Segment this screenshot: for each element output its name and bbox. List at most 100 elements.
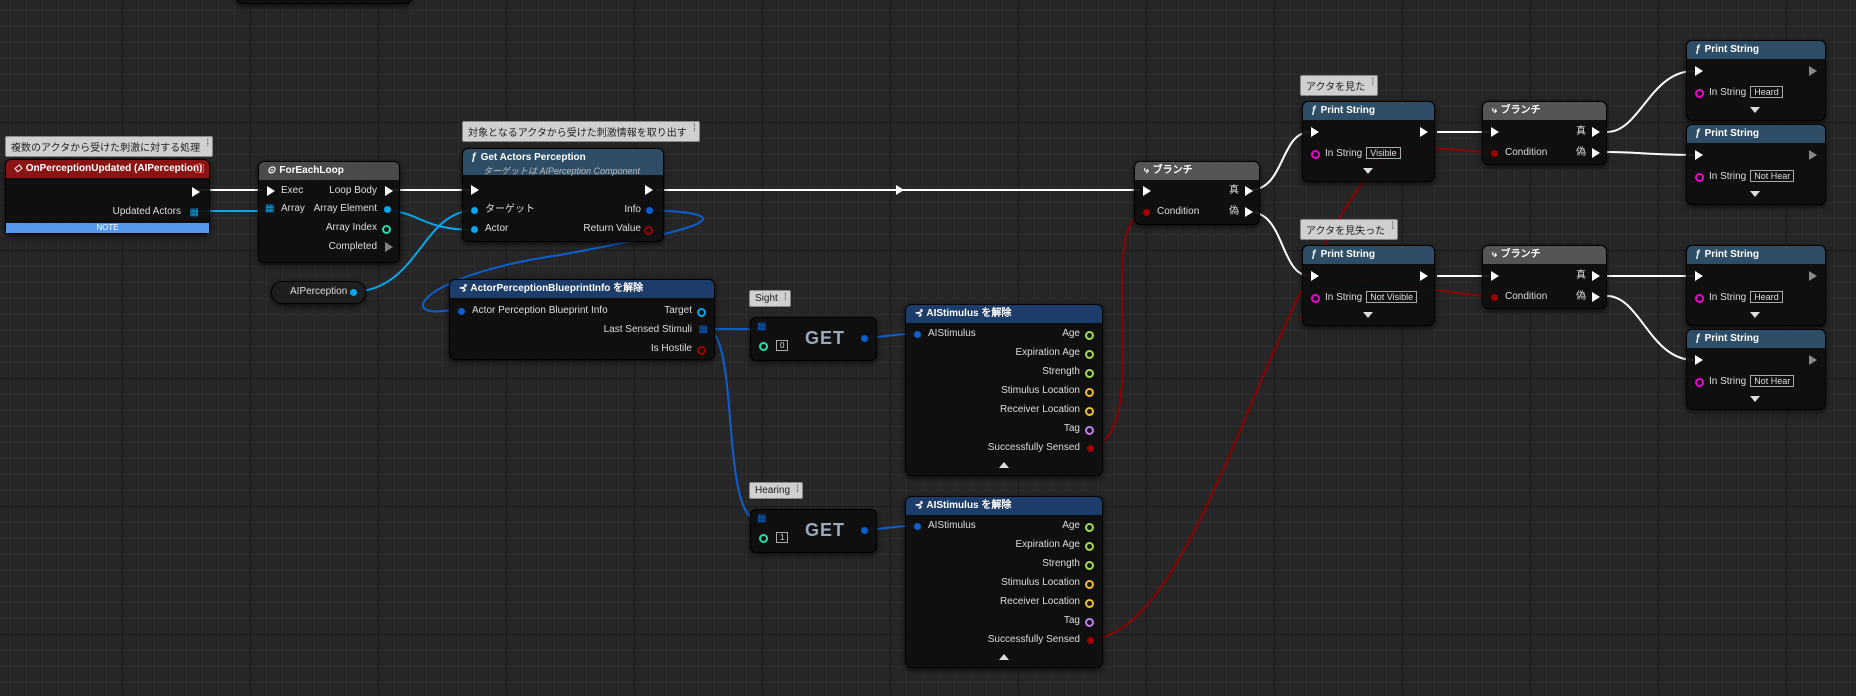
aiperception-variable-node[interactable]: AIPerception bbox=[271, 281, 366, 304]
break-actor-perception-info-node[interactable]: ⊰ActorPerceptionBlueprintInfo を解除 Actor … bbox=[449, 279, 715, 360]
bool-pin[interactable] bbox=[697, 346, 706, 355]
exec-in-pin[interactable] bbox=[1491, 271, 1499, 281]
array-pin-icon[interactable]: ▦ bbox=[757, 513, 767, 524]
object-pin[interactable] bbox=[384, 206, 391, 213]
exec-out-pin[interactable] bbox=[385, 186, 393, 196]
object-pin[interactable] bbox=[350, 289, 357, 296]
exec-in-pin[interactable] bbox=[1695, 355, 1703, 365]
vector-pin[interactable] bbox=[1085, 599, 1094, 608]
float-pin[interactable] bbox=[1085, 369, 1094, 378]
struct-pin[interactable] bbox=[914, 523, 921, 530]
exec-in-pin[interactable] bbox=[1311, 271, 1319, 281]
expand-arrow-icon[interactable] bbox=[1750, 107, 1760, 113]
string-pin[interactable] bbox=[1311, 294, 1320, 303]
exec-in-pin[interactable] bbox=[471, 185, 479, 195]
get-node-sight[interactable]: ▦ 0 GET bbox=[750, 317, 877, 361]
name-pin[interactable] bbox=[1085, 618, 1094, 627]
foreach-loop-node[interactable]: ⊙ForEachLoop Exec ▦ Array Loop Body Arra… bbox=[258, 161, 400, 263]
string-pin[interactable] bbox=[1311, 150, 1320, 159]
array-pin-icon[interactable]: ▦ bbox=[189, 207, 199, 218]
exec-out-false-pin[interactable] bbox=[1245, 207, 1253, 217]
bool-pin[interactable] bbox=[1143, 209, 1150, 216]
comment-seen[interactable]: アクタを見た bbox=[1300, 75, 1379, 96]
exec-in-pin[interactable] bbox=[267, 186, 275, 196]
struct-pin[interactable] bbox=[914, 331, 921, 338]
float-pin[interactable] bbox=[1085, 561, 1094, 570]
bool-pin[interactable] bbox=[1491, 150, 1498, 157]
bool-pin[interactable] bbox=[1087, 637, 1094, 644]
int-pin[interactable] bbox=[382, 225, 391, 234]
string-pin[interactable] bbox=[1695, 378, 1704, 387]
float-pin[interactable] bbox=[1085, 350, 1094, 359]
exec-out-pin[interactable] bbox=[192, 187, 200, 197]
object-pin[interactable] bbox=[697, 308, 706, 317]
float-pin[interactable] bbox=[1085, 523, 1094, 532]
vector-pin[interactable] bbox=[1085, 388, 1094, 397]
vector-pin[interactable] bbox=[1085, 580, 1094, 589]
expand-arrow-icon[interactable] bbox=[1363, 312, 1373, 318]
exec-in-pin[interactable] bbox=[1695, 271, 1703, 281]
delegate-pin-icon[interactable] bbox=[195, 164, 204, 173]
float-pin[interactable] bbox=[1085, 331, 1094, 340]
struct-pin[interactable] bbox=[861, 527, 868, 534]
expand-arrow-icon[interactable] bbox=[1750, 312, 1760, 318]
string-pin[interactable] bbox=[1695, 173, 1704, 182]
exec-in-pin[interactable] bbox=[1143, 186, 1151, 196]
bool-pin[interactable] bbox=[644, 226, 653, 235]
string-pin[interactable] bbox=[1695, 89, 1704, 98]
exec-out-hollow-pin[interactable] bbox=[1809, 66, 1817, 76]
event-node-on-perception-updated[interactable]: ◇OnPerceptionUpdated (AIPerception) Upda… bbox=[5, 159, 210, 234]
exec-out-pin[interactable] bbox=[1420, 271, 1428, 281]
name-pin[interactable] bbox=[1085, 426, 1094, 435]
expand-arrow-icon[interactable] bbox=[1750, 396, 1760, 402]
get-node-hearing[interactable]: ▦ 1 GET bbox=[750, 509, 877, 553]
exec-out-hollow-pin[interactable] bbox=[1809, 150, 1817, 160]
vector-pin[interactable] bbox=[1085, 407, 1094, 416]
offscreen-node-fragment[interactable] bbox=[236, 0, 412, 4]
exec-out-hollow-pin[interactable] bbox=[1809, 271, 1817, 281]
branch-node-bottom[interactable]: ⤷ブランチ Condition 真 偽 bbox=[1482, 245, 1607, 309]
exec-out-false-pin[interactable] bbox=[1592, 148, 1600, 158]
exec-out-true-pin[interactable] bbox=[1245, 186, 1253, 196]
bool-pin[interactable] bbox=[1491, 294, 1498, 301]
exec-out-true-pin[interactable] bbox=[1592, 271, 1600, 281]
exec-in-pin[interactable] bbox=[1491, 127, 1499, 137]
exec-out-true-pin[interactable] bbox=[1592, 127, 1600, 137]
struct-pin[interactable] bbox=[646, 207, 653, 214]
float-pin[interactable] bbox=[1085, 542, 1094, 551]
branch-node-top[interactable]: ⤷ブランチ Condition 真 偽 bbox=[1482, 101, 1607, 165]
exec-out-pin[interactable] bbox=[645, 185, 653, 195]
int-pin[interactable] bbox=[759, 534, 768, 543]
index-field[interactable]: 1 bbox=[776, 532, 789, 543]
bool-pin[interactable] bbox=[1087, 445, 1094, 452]
in-string-field[interactable]: Heard bbox=[1750, 86, 1783, 98]
index-field[interactable]: 0 bbox=[776, 340, 789, 351]
in-string-field[interactable]: Not Hear bbox=[1750, 170, 1795, 182]
exec-in-pin[interactable] bbox=[1695, 66, 1703, 76]
exec-out-hollow-pin[interactable] bbox=[1809, 355, 1817, 365]
in-string-field[interactable]: Visible bbox=[1366, 147, 1401, 159]
actor-pin[interactable] bbox=[471, 226, 478, 233]
exec-out-pin[interactable] bbox=[1420, 127, 1428, 137]
collapse-arrow-icon[interactable] bbox=[999, 654, 1009, 660]
comment-event[interactable]: 複数のアクタから受けた刺激に対する処理 bbox=[5, 136, 214, 157]
comment-get-perception[interactable]: 対象となるアクタから受けた刺激情報を取り出す bbox=[462, 121, 700, 142]
in-string-field[interactable]: Not Hear bbox=[1750, 375, 1795, 387]
in-string-field[interactable]: Heard bbox=[1750, 291, 1783, 303]
break-aistimulus-node-sight[interactable]: ⊰AIStimulus を解除 AIStimulus Age Expiratio… bbox=[905, 304, 1103, 476]
collapse-arrow-icon[interactable] bbox=[999, 462, 1009, 468]
string-pin[interactable] bbox=[1695, 294, 1704, 303]
array-pin-icon[interactable]: ▦ bbox=[757, 321, 767, 332]
expand-arrow-icon[interactable] bbox=[1363, 168, 1373, 174]
target-pin[interactable] bbox=[471, 207, 478, 214]
exec-in-pin[interactable] bbox=[1695, 150, 1703, 160]
struct-pin[interactable] bbox=[861, 335, 868, 342]
comment-lost[interactable]: アクタを見失った bbox=[1300, 219, 1399, 240]
